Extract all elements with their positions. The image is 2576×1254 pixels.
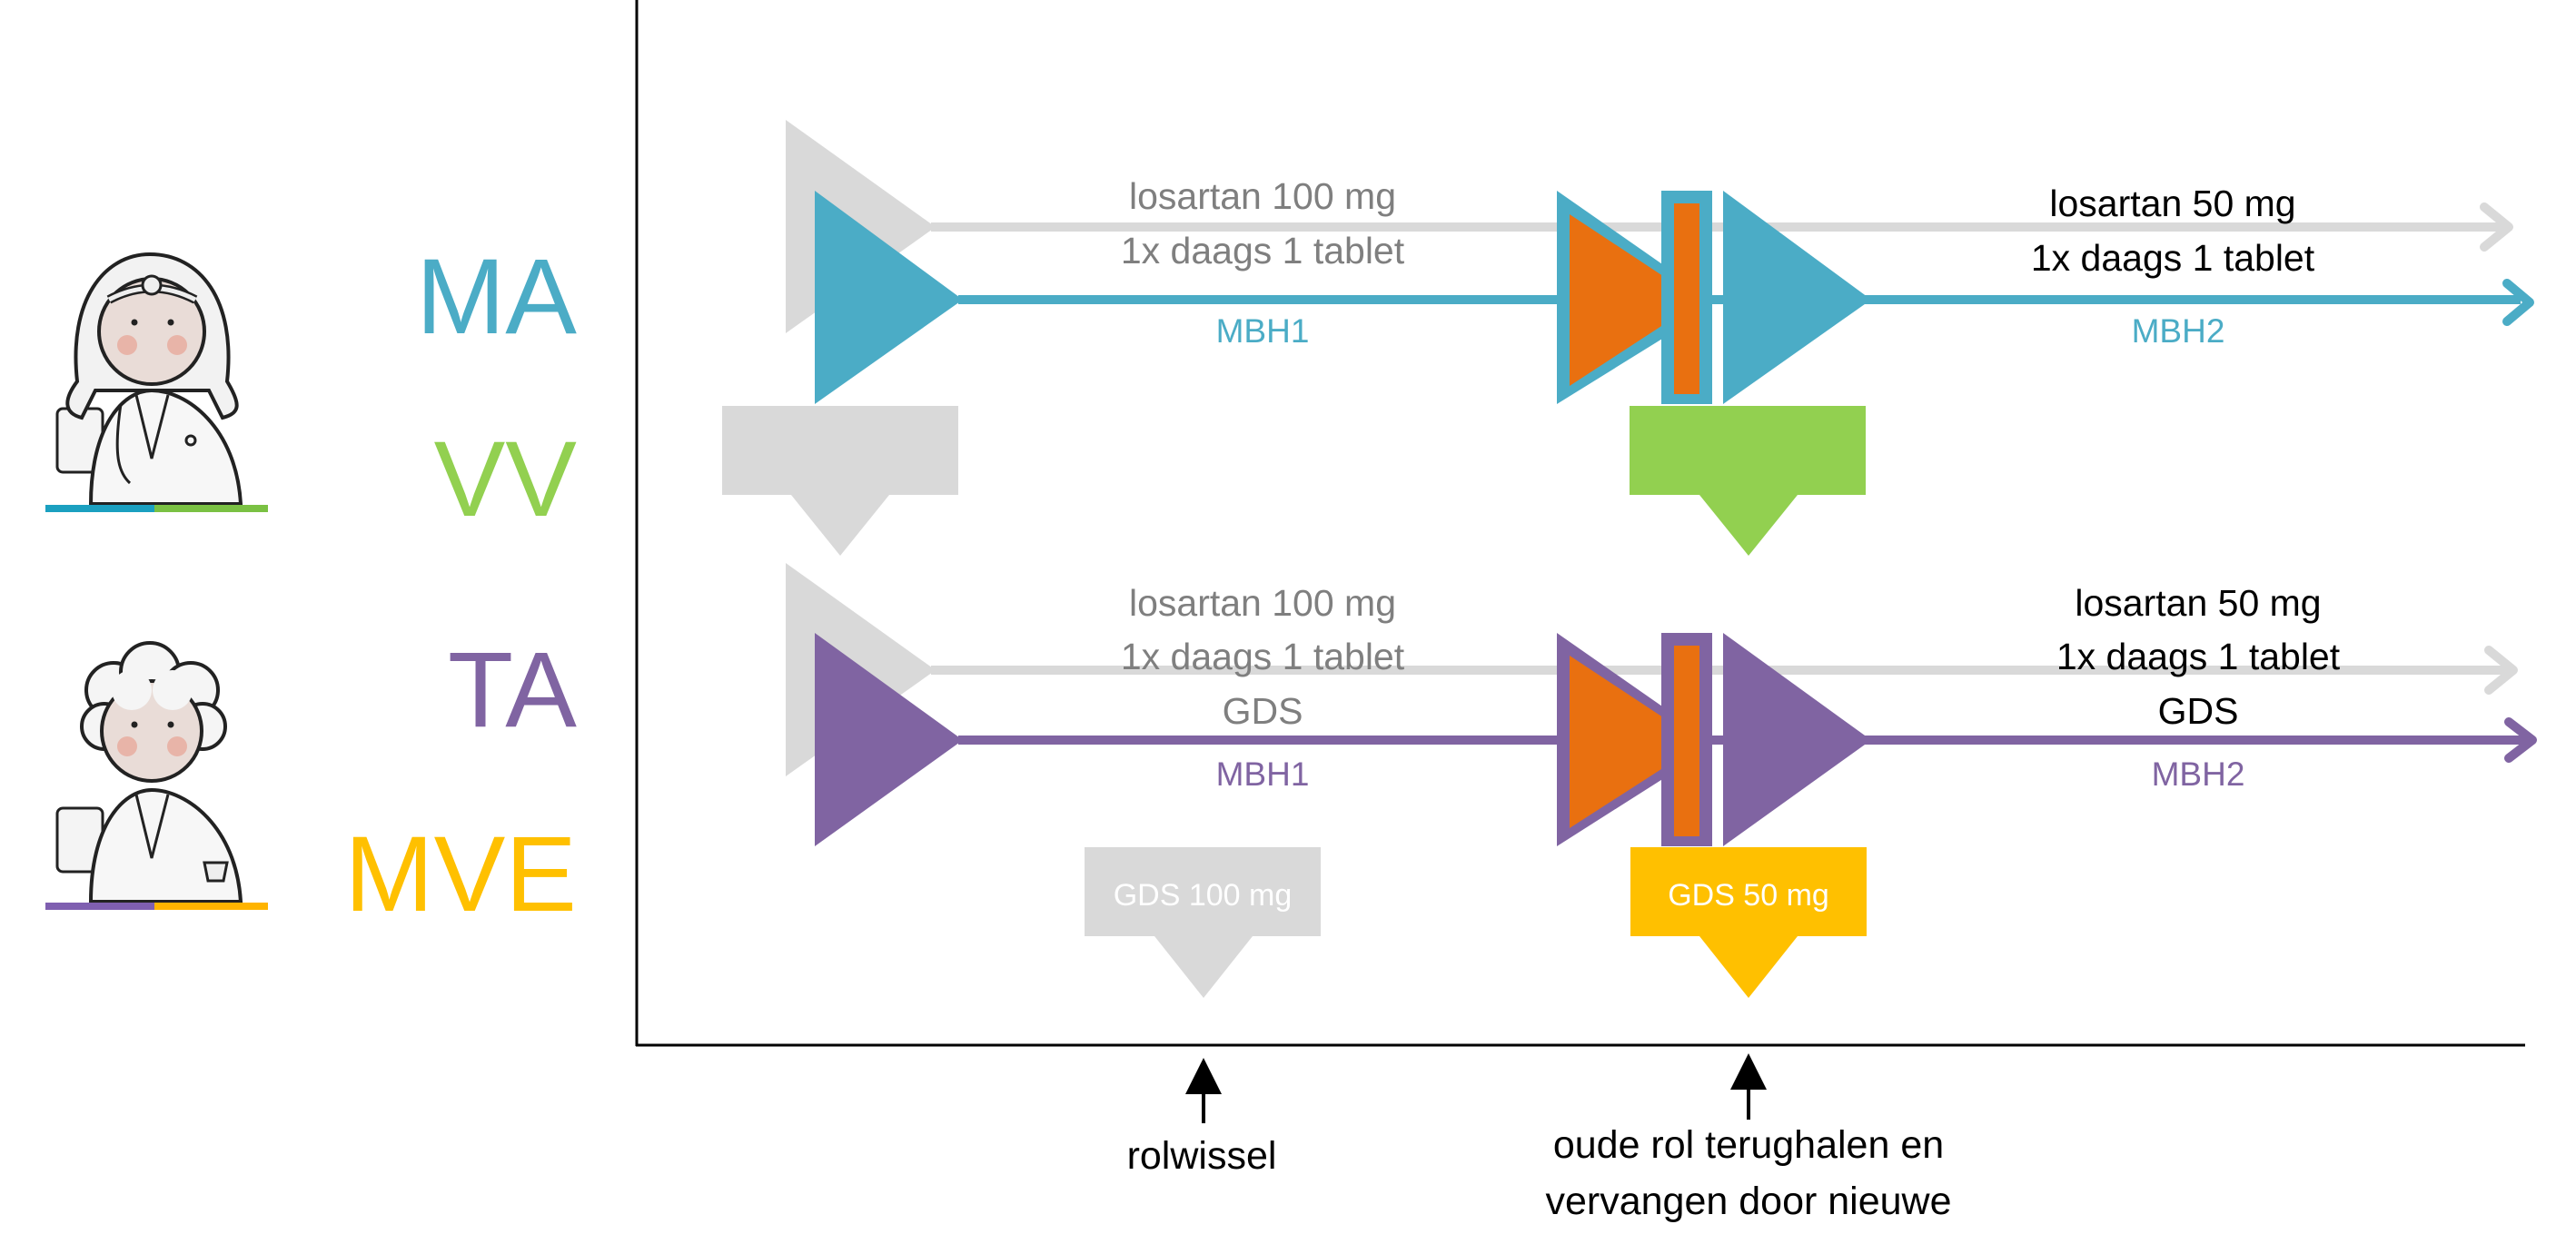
pharmacist-illustration bbox=[45, 641, 268, 910]
role-label-mve: MVE bbox=[344, 815, 577, 934]
stop-replace-symbol bbox=[1557, 191, 1871, 404]
new-mbh-label: MBH2 bbox=[2132, 312, 2225, 350]
role-label-vv: VV bbox=[434, 420, 578, 539]
annotation-role-change: rolwissel bbox=[1127, 1058, 1277, 1178]
vv-old-callout bbox=[722, 406, 958, 556]
stop-replace-symbol bbox=[1557, 633, 1871, 846]
old-med-line-3: GDS bbox=[1223, 690, 1303, 732]
mve-new-callout bbox=[1630, 847, 1867, 998]
annotation-role-change-label: rolwissel bbox=[1127, 1134, 1277, 1178]
old-med-line-1: losartan 100 mg bbox=[1129, 175, 1396, 217]
new-mbh-label: MBH2 bbox=[2152, 755, 2245, 793]
lane-ma: losartan 100 mg 1x daags 1 tablet MBH1 l… bbox=[722, 120, 2534, 556]
new-med-line-1: losartan 50 mg bbox=[2075, 582, 2321, 624]
mve-old-callout-label: GDS 100 mg bbox=[1114, 878, 1293, 913]
old-mbh-label: MBH1 bbox=[1216, 755, 1310, 793]
role-label-ta: TA bbox=[448, 630, 577, 750]
mve-old-callout bbox=[1085, 847, 1321, 998]
new-med-line-1: losartan 50 mg bbox=[2049, 183, 2295, 224]
role-label-ma: MA bbox=[416, 237, 577, 357]
old-med-line-1: losartan 100 mg bbox=[1129, 582, 1396, 624]
mve-new-callout-label: GDS 50 mg bbox=[1668, 878, 1829, 913]
old-med-line-2: 1x daags 1 tablet bbox=[1121, 636, 1405, 677]
new-med-line-3: GDS bbox=[2158, 690, 2239, 732]
old-flow-arrowhead bbox=[2480, 202, 2513, 252]
annotation-replace-line-2: vervangen door nieuwe bbox=[1545, 1180, 1951, 1223]
new-med-line-2: 1x daags 1 tablet bbox=[2031, 237, 2315, 279]
ta-start-triangle bbox=[815, 633, 963, 846]
old-med-line-2: 1x daags 1 tablet bbox=[1121, 230, 1405, 272]
lane-ta: losartan 100 mg 1x daags 1 tablet GDS MB… bbox=[786, 563, 2537, 998]
ma-flow-arrowhead bbox=[2502, 279, 2534, 326]
annotation-replace-line-1: oude rol terughalen en bbox=[1553, 1123, 1944, 1167]
ma-start-triangle bbox=[815, 191, 963, 404]
doctor-illustration bbox=[45, 252, 268, 512]
new-med-line-2: 1x daags 1 tablet bbox=[2056, 636, 2341, 677]
old-mbh-label: MBH1 bbox=[1216, 312, 1310, 350]
vv-new-callout bbox=[1630, 406, 1866, 556]
old-flow-arrowhead bbox=[2484, 646, 2518, 695]
annotation-replace: oude rol terughalen en vervangen door ni… bbox=[1545, 1053, 1952, 1223]
ta-flow-arrowhead bbox=[2504, 717, 2537, 763]
